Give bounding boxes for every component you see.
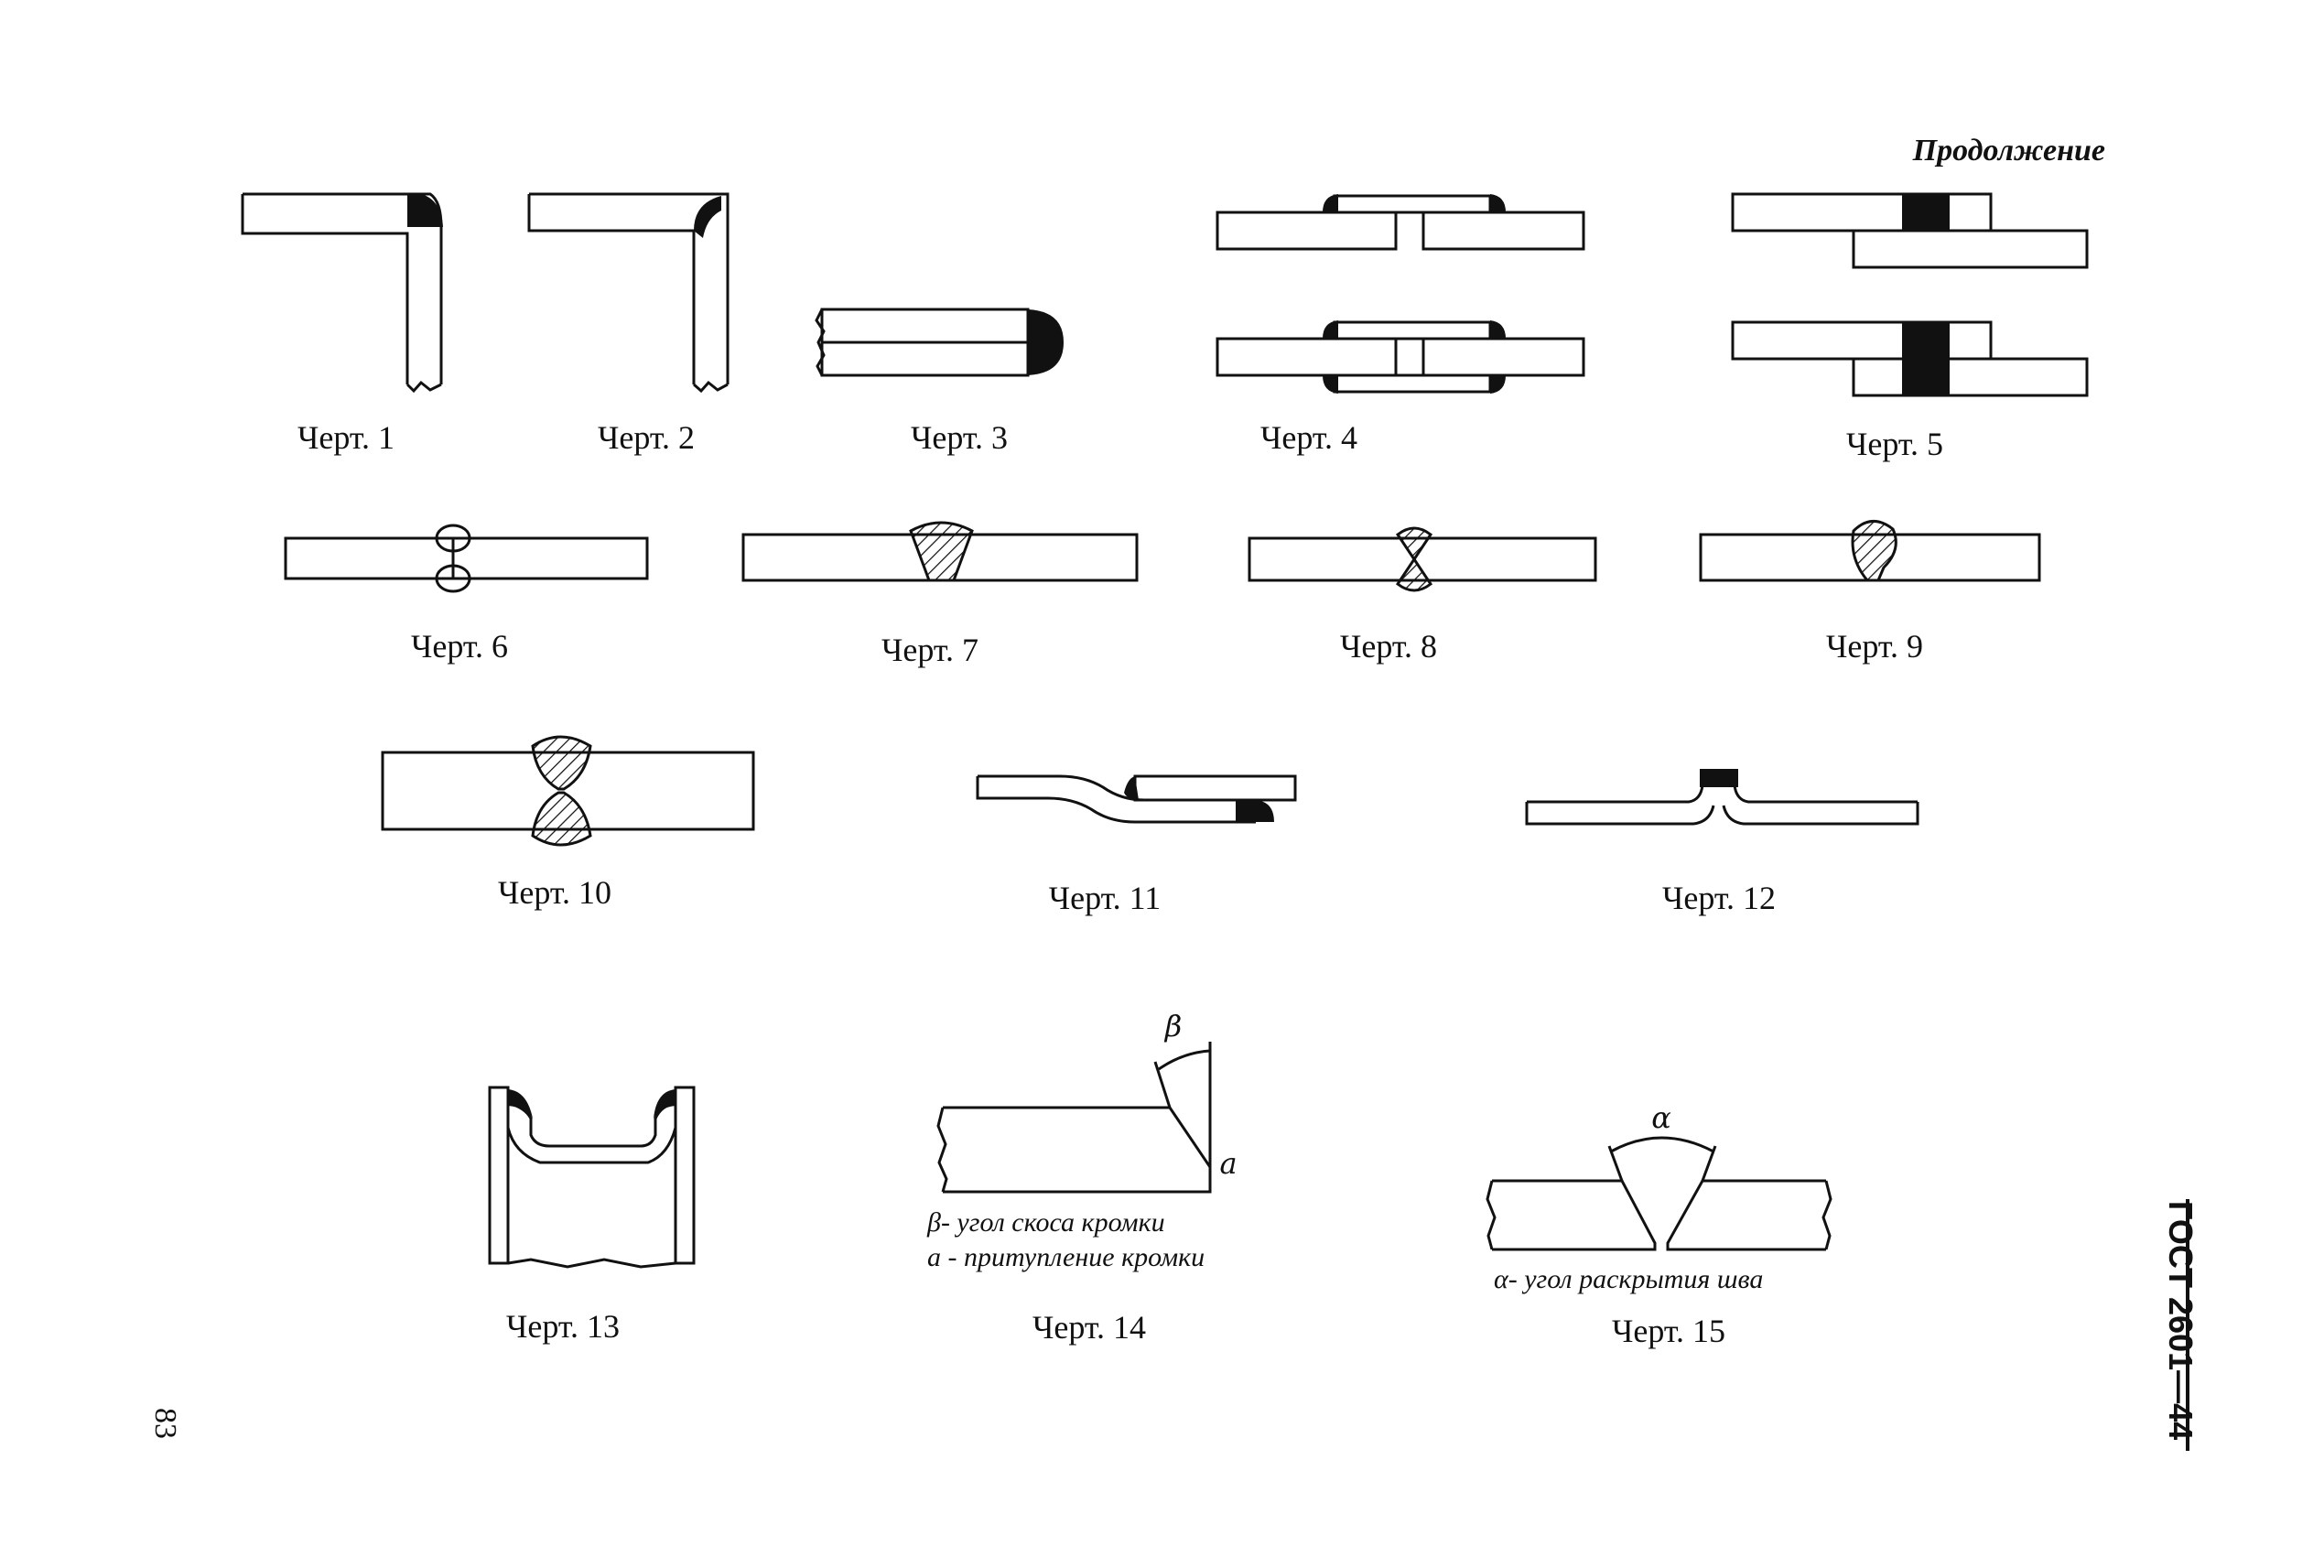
figure-3: Черт. 3 xyxy=(815,308,1064,456)
beta-symbol: β xyxy=(1164,1009,1183,1044)
figure-1-label: Черт. 1 xyxy=(297,419,395,456)
figure-12-label: Черт. 12 xyxy=(1662,880,1776,916)
figure-2: Черт. 2 xyxy=(527,192,730,456)
figure-5-label: Черт. 5 xyxy=(1846,426,1943,462)
continuation-label: Продолжение xyxy=(1912,134,2105,168)
figure-9: Черт. 9 xyxy=(1699,520,2041,665)
figure-6-label: Черт. 6 xyxy=(411,628,508,665)
page-number: 83 xyxy=(148,1408,182,1439)
figure-6: Черт. 6 xyxy=(284,524,649,665)
figure-1: Черт. 1 xyxy=(241,192,443,456)
root-face-symbol: a xyxy=(1219,1146,1237,1181)
figure-15-label: Черт. 15 xyxy=(1612,1313,1725,1349)
figure-11: Черт. 11 xyxy=(976,774,1297,916)
figure-4: Черт. 4 xyxy=(1216,194,1585,456)
figure-11-label: Черт. 11 xyxy=(1049,880,1162,916)
alpha-symbol: α xyxy=(1651,1100,1671,1135)
figure-15: α α- угол раскрытия шва Черт. 15 xyxy=(1486,1100,1832,1349)
figure-12: Черт. 12 xyxy=(1525,769,1919,916)
figure-2-label: Черт. 2 xyxy=(598,419,695,456)
figure-14: β a β- угол скоса кромки a - притупление… xyxy=(926,1009,1238,1346)
figure-8: Черт. 8 xyxy=(1248,526,1597,665)
standard-designation: ГОСТ 2601—44 xyxy=(2162,1201,2200,1440)
figure-13: Черт. 13 xyxy=(488,1086,696,1345)
figure-4-label: Черт. 4 xyxy=(1260,419,1357,456)
figure-5: Черт. 5 xyxy=(1731,192,2089,462)
figure-8-label: Черт. 8 xyxy=(1340,628,1437,665)
groove-angle-legend: α- угол раскрытия шва xyxy=(1494,1264,1763,1294)
figure-10: Черт. 10 xyxy=(381,735,755,911)
figure-10-label: Черт. 10 xyxy=(498,874,611,911)
bevel-angle-legend: β- угол скоса кромки xyxy=(926,1207,1165,1238)
figure-7-label: Черт. 7 xyxy=(881,632,978,668)
root-face-legend: a - притупление кромки xyxy=(927,1242,1205,1272)
figure-3-label: Черт. 3 xyxy=(911,419,1008,456)
figure-9-label: Черт. 9 xyxy=(1826,628,1923,665)
figure-14-label: Черт. 14 xyxy=(1032,1309,1146,1346)
figure-7: Черт. 7 xyxy=(741,521,1139,668)
figure-13-label: Черт. 13 xyxy=(506,1308,620,1345)
